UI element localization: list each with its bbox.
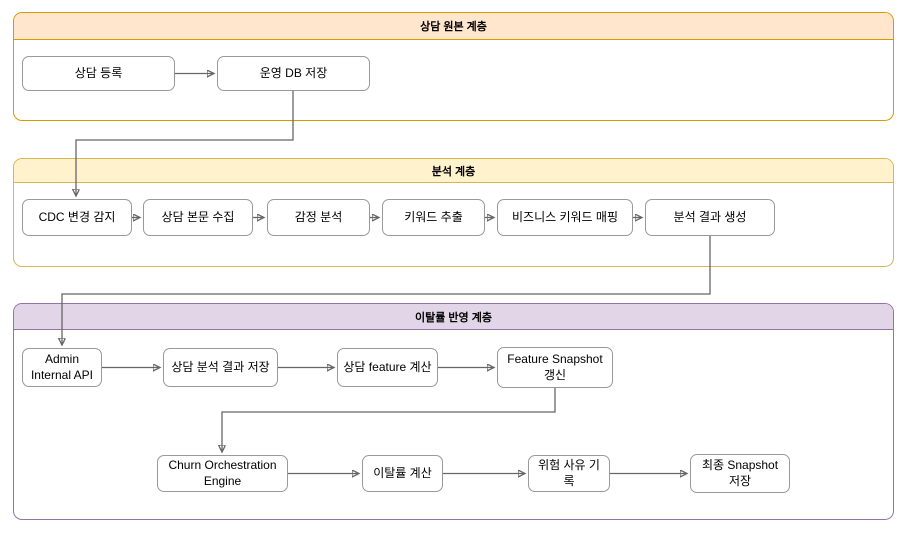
node-admin-internal-api: Admin Internal API [22, 348, 102, 387]
layer-consultation-source-header: 상담 원본 계층 [14, 13, 893, 40]
layer-title: 이탈률 반영 계층 [415, 311, 492, 324]
node-final-snapshot-save: 최종 Snapshot 저장 [690, 454, 790, 493]
layer-title: 분석 계층 [431, 165, 476, 178]
node-churn-rate-calc: 이탈률 계산 [362, 455, 443, 492]
node-label: Churn Orchestration Engine [168, 457, 277, 488]
node-feature-snapshot-update: Feature Snapshot 갱신 [497, 347, 613, 388]
node-label: CDC 변경 감지 [38, 209, 116, 224]
node-label: 위험 사유 기록 [538, 457, 600, 488]
node-label: 비즈니스 키워드 매핑 [511, 209, 619, 224]
node-label: Admin Internal API [30, 351, 94, 382]
node-label: 감정 분석 [294, 209, 343, 224]
node-business-keyword-mapping: 비즈니스 키워드 매핑 [497, 199, 633, 236]
node-label: 상담 등록 [74, 65, 123, 80]
node-consult-feature-calc: 상담 feature 계산 [337, 348, 438, 387]
node-label: 최종 Snapshot 저장 [701, 457, 779, 488]
node-sentiment-analysis: 감정 분석 [267, 199, 370, 236]
node-label: 상담 본문 수집 [161, 209, 235, 224]
node-keyword-extract: 키워드 추출 [382, 199, 485, 236]
node-consult-body-collect: 상담 본문 수집 [143, 199, 253, 236]
node-label: 이탈률 계산 [373, 465, 432, 480]
node-cdc-change-detect: CDC 변경 감지 [22, 199, 132, 236]
node-consult-analysis-save: 상담 분석 결과 저장 [163, 348, 278, 387]
node-operational-db-save: 운영 DB 저장 [217, 56, 370, 91]
node-label: 분석 결과 생성 [673, 209, 747, 224]
layer-analysis-header: 분석 계층 [14, 159, 893, 183]
layer-churn-reflection-header: 이탈률 반영 계층 [14, 304, 893, 330]
node-label: 상담 분석 결과 저장 [171, 359, 270, 374]
node-consult-register: 상담 등록 [22, 56, 175, 91]
node-analysis-result-create: 분석 결과 생성 [645, 199, 775, 236]
node-label: Feature Snapshot 갱신 [507, 351, 603, 382]
node-label: 운영 DB 저장 [259, 65, 328, 80]
layer-title: 상담 원본 계층 [420, 21, 487, 33]
node-label: 키워드 추출 [404, 209, 463, 224]
node-churn-orchestration-engine: Churn Orchestration Engine [157, 455, 288, 492]
node-risk-reason-record: 위험 사유 기록 [528, 455, 610, 492]
node-label: 상담 feature 계산 [343, 359, 432, 374]
